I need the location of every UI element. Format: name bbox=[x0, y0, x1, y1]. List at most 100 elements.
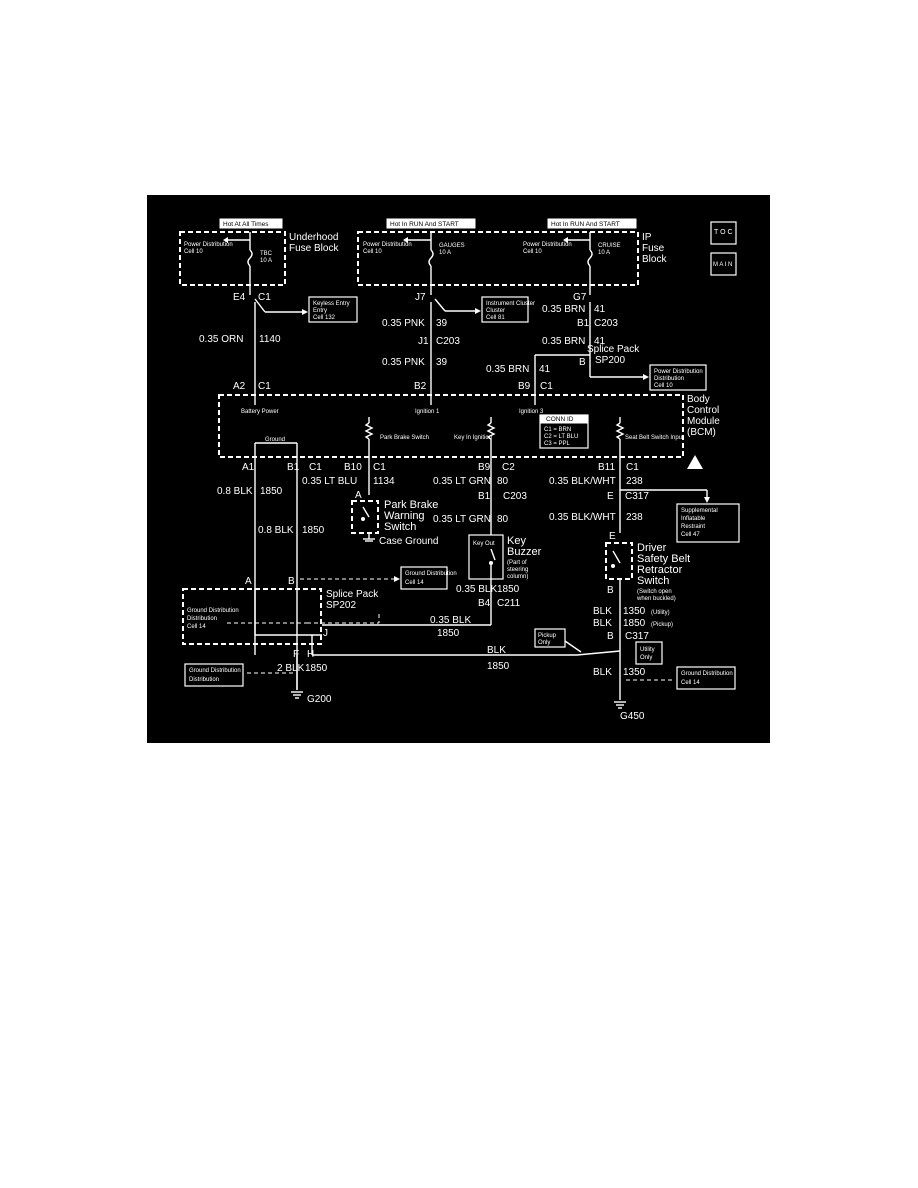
svg-text:10 A: 10 A bbox=[598, 250, 610, 256]
svg-text:G450: G450 bbox=[620, 711, 645, 722]
svg-text:Warning: Warning bbox=[384, 510, 425, 522]
svg-text:B: B bbox=[607, 585, 614, 596]
svg-text:Switch: Switch bbox=[637, 575, 669, 587]
svg-text:column): column) bbox=[507, 574, 528, 580]
svg-text:B: B bbox=[607, 631, 614, 642]
svg-text:steering: steering bbox=[507, 567, 528, 573]
svg-text:Power Distribution: Power Distribution bbox=[654, 369, 703, 375]
svg-text:J1: J1 bbox=[418, 336, 429, 347]
svg-text:Block: Block bbox=[642, 254, 667, 265]
svg-text:Park Brake: Park Brake bbox=[384, 499, 438, 511]
svg-text:G7: G7 bbox=[573, 292, 587, 303]
svg-text:Restraint: Restraint bbox=[681, 524, 705, 530]
svg-text:Hot At All Times: Hot At All Times bbox=[223, 221, 269, 228]
svg-text:Distribution: Distribution bbox=[654, 376, 684, 382]
svg-text:C1: C1 bbox=[258, 292, 271, 303]
wire-blk-1350: B BLK 1350 (Utility) BLK 1850 (Pickup) B… bbox=[576, 579, 674, 722]
svg-text:Power Distribution: Power Distribution bbox=[363, 242, 412, 248]
svg-text:1850: 1850 bbox=[260, 486, 283, 497]
ground-g200: 2 BLK 1850 G200 bbox=[247, 655, 332, 705]
svg-text:Safety Belt: Safety Belt bbox=[637, 553, 690, 565]
svg-text:B1: B1 bbox=[577, 318, 590, 329]
svg-text:H: H bbox=[307, 649, 314, 660]
svg-text:E: E bbox=[609, 531, 616, 542]
svg-text:238: 238 bbox=[626, 512, 643, 523]
svg-text:39: 39 bbox=[436, 357, 448, 368]
svg-text:0.35 BLK: 0.35 BLK bbox=[456, 584, 497, 595]
svg-text:C203: C203 bbox=[436, 336, 460, 347]
sir-ref[interactable]: Supplemental Inflatable Restraint Cell 4… bbox=[676, 503, 740, 543]
svg-text:1140: 1140 bbox=[259, 334, 281, 345]
svg-text:Power Distribution: Power Distribution bbox=[184, 242, 233, 248]
svg-text:C1: C1 bbox=[540, 381, 553, 392]
svg-text:Only: Only bbox=[538, 640, 550, 646]
svg-text:E4: E4 bbox=[233, 292, 246, 303]
svg-text:(Pickup): (Pickup) bbox=[651, 622, 673, 628]
svg-text:E: E bbox=[607, 491, 614, 502]
svg-text:Pickup: Pickup bbox=[538, 633, 557, 639]
svg-text:80: 80 bbox=[497, 476, 509, 487]
svg-text:41: 41 bbox=[594, 304, 606, 315]
svg-text:Supplemental: Supplemental bbox=[681, 508, 718, 514]
ground-distribution-ref-1[interactable]: Ground Distribution Cell 14 bbox=[400, 566, 457, 590]
svg-text:0.35 BLK/WHT: 0.35 BLK/WHT bbox=[549, 476, 616, 487]
ground-distribution-ref-2[interactable]: Ground Distribution Distribution bbox=[184, 663, 244, 687]
svg-text:2 BLK: 2 BLK bbox=[277, 663, 305, 674]
main-button[interactable]: M A I N bbox=[710, 252, 737, 276]
ground-distribution-ref-3[interactable]: Ground Distribution Cell 14 bbox=[676, 666, 736, 690]
svg-text:1850: 1850 bbox=[623, 618, 646, 629]
svg-text:C203: C203 bbox=[503, 491, 527, 502]
splice-pack-sp202: Splice Pack SP202 Ground Distribution Di… bbox=[182, 588, 380, 660]
svg-text:Battery Power: Battery Power bbox=[241, 409, 279, 415]
svg-text:Power Distribution: Power Distribution bbox=[523, 242, 572, 248]
pickup-only-tag: Pickup Only bbox=[534, 628, 582, 653]
svg-text:1850: 1850 bbox=[487, 661, 510, 672]
svg-text:Hot In RUN And START: Hot In RUN And START bbox=[390, 221, 459, 228]
svg-text:Ground Distribution: Ground Distribution bbox=[189, 668, 241, 674]
svg-text:F: F bbox=[293, 649, 299, 660]
svg-text:C2: C2 bbox=[502, 462, 515, 473]
svg-text:0.35 LT GRN: 0.35 LT GRN bbox=[433, 514, 491, 525]
svg-text:C317: C317 bbox=[625, 491, 649, 502]
svg-text:C1: C1 bbox=[309, 462, 322, 473]
keyless-entry-ref[interactable]: Keyless Entry Entry Cell 132 bbox=[254, 296, 358, 323]
svg-text:0.35 BRN: 0.35 BRN bbox=[542, 336, 585, 347]
svg-text:Ground Distribution: Ground Distribution bbox=[681, 671, 733, 677]
svg-text:TBC: TBC bbox=[260, 251, 273, 257]
wire-blk-1850-pickup: BLK 1850 bbox=[311, 635, 577, 672]
svg-text:(Switch open: (Switch open bbox=[637, 589, 672, 595]
svg-text:C1: C1 bbox=[373, 462, 386, 473]
svg-text:C1: C1 bbox=[258, 381, 271, 392]
svg-text:Cell 10: Cell 10 bbox=[363, 249, 382, 255]
svg-text:BLK: BLK bbox=[487, 645, 506, 656]
svg-text:A: A bbox=[245, 576, 252, 587]
svg-text:0.35 PNK: 0.35 PNK bbox=[382, 318, 425, 329]
svg-text:SP200: SP200 bbox=[595, 355, 625, 366]
svg-text:G200: G200 bbox=[307, 694, 332, 705]
instrument-cluster-ref[interactable]: Instrument Cluster Cluster Cell 81 bbox=[434, 296, 535, 323]
svg-text:Distribution: Distribution bbox=[189, 677, 219, 683]
svg-text:C1 = BRN: C1 = BRN bbox=[544, 427, 571, 433]
svg-text:Park Brake Switch: Park Brake Switch bbox=[380, 435, 429, 441]
header-hot-at-all-times: Hot At All Times bbox=[219, 218, 283, 229]
svg-text:B9: B9 bbox=[478, 462, 491, 473]
svg-text:(Utility): (Utility) bbox=[651, 610, 670, 616]
svg-text:0.8 BLK: 0.8 BLK bbox=[258, 525, 294, 536]
svg-text:Driver: Driver bbox=[637, 542, 667, 554]
svg-text:Cluster: Cluster bbox=[486, 308, 505, 314]
svg-text:0.8 BLK: 0.8 BLK bbox=[217, 486, 253, 497]
svg-text:0.35 ORN: 0.35 ORN bbox=[199, 334, 243, 345]
svg-text:Cell 81: Cell 81 bbox=[486, 315, 505, 321]
svg-text:0.35 LT GRN: 0.35 LT GRN bbox=[433, 476, 491, 487]
svg-text:1850: 1850 bbox=[437, 628, 460, 639]
svg-text:Ground: Ground bbox=[265, 437, 285, 443]
svg-text:C211: C211 bbox=[497, 598, 521, 609]
svg-text:B4: B4 bbox=[478, 598, 491, 609]
toc-button[interactable]: T O C bbox=[710, 221, 737, 245]
power-distribution-ref[interactable]: Power Distribution Distribution Cell 10 bbox=[649, 364, 707, 391]
svg-text:when buckled): when buckled) bbox=[636, 596, 676, 602]
svg-text:Hot In RUN And START: Hot In RUN And START bbox=[551, 221, 620, 228]
svg-text:SP202: SP202 bbox=[326, 600, 356, 611]
svg-text:Keyless Entry: Keyless Entry bbox=[313, 301, 350, 307]
svg-text:C3 = PPL: C3 = PPL bbox=[544, 441, 571, 447]
